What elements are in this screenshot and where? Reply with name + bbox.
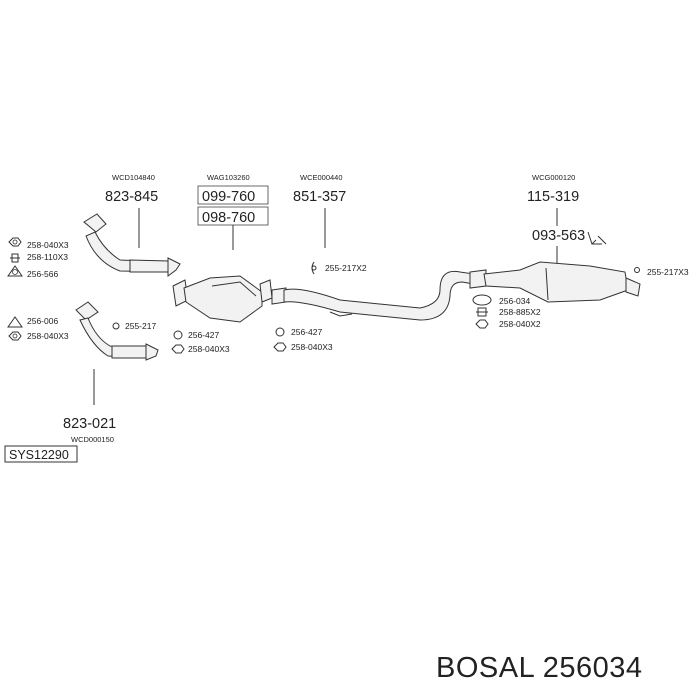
gasket-ring-icon bbox=[275, 327, 285, 337]
part-label: 258-040X3 bbox=[291, 342, 333, 352]
part-label: 258-040X2 bbox=[499, 319, 541, 329]
cat-outlet-flange bbox=[259, 279, 273, 303]
part-label: 258-040X3 bbox=[27, 331, 69, 341]
part-label: 256-566 bbox=[27, 269, 58, 279]
bracket-icon bbox=[587, 231, 607, 245]
flange-shape bbox=[83, 213, 107, 233]
part-099-760: 099-760 bbox=[202, 189, 255, 205]
rear-joint bbox=[469, 269, 487, 289]
group-code-wag103260: WAG103260 bbox=[207, 173, 250, 182]
flange-shape bbox=[75, 301, 99, 321]
part-label: 258-885X2 bbox=[499, 307, 541, 317]
nut-icon bbox=[171, 344, 185, 354]
nut-hole-icon bbox=[12, 239, 18, 245]
part-823-021: 823-021 bbox=[63, 416, 116, 432]
clamp-hole-icon bbox=[311, 265, 317, 271]
flex-section bbox=[111, 345, 149, 359]
pipe-end bbox=[145, 343, 159, 361]
gasket-icon bbox=[7, 316, 23, 328]
brand-title: BOSAL 256034 bbox=[436, 652, 642, 684]
nut-icon bbox=[8, 331, 22, 341]
part-851-357: 851-357 bbox=[293, 189, 346, 205]
hanger-hook bbox=[329, 311, 353, 317]
group-code-wcd104840: WCD104840 bbox=[112, 173, 155, 182]
nut-icon bbox=[475, 319, 489, 329]
bolt-icon bbox=[476, 307, 488, 317]
part-box-1 bbox=[197, 185, 269, 205]
middle-pipe-851-357 bbox=[283, 270, 475, 321]
part-label: 255-217X3 bbox=[647, 267, 689, 277]
part-label: 258-040X3 bbox=[27, 240, 69, 250]
nut-icon bbox=[8, 237, 22, 247]
nut-icon bbox=[273, 342, 287, 352]
cat-seam bbox=[211, 281, 257, 297]
part-label: 256-006 bbox=[27, 316, 58, 326]
part-098-760: 098-760 bbox=[202, 210, 255, 226]
gasket-icon bbox=[7, 265, 23, 277]
part-label: 255-217 bbox=[125, 321, 156, 331]
group-code-wcd000150: WCD000150 bbox=[71, 435, 114, 444]
catalytic-converter-099-760 bbox=[183, 275, 263, 323]
muffler-seam bbox=[545, 267, 549, 301]
tail-pipe bbox=[625, 277, 641, 297]
group-code-wcg000120: WCG000120 bbox=[532, 173, 575, 182]
system-id: SYS12290 bbox=[9, 448, 69, 462]
gasket-ring-icon bbox=[173, 330, 183, 340]
bolt-icon bbox=[10, 253, 20, 263]
group-code-wce000440: WCE000440 bbox=[300, 173, 343, 182]
part-label: 256-034 bbox=[499, 296, 530, 306]
flex-section bbox=[129, 259, 169, 273]
nut-hole-icon bbox=[12, 333, 18, 339]
part-093-563: 093-563 bbox=[532, 228, 585, 244]
system-id-box bbox=[4, 445, 78, 463]
gasket-hole-icon bbox=[12, 269, 18, 275]
part-823-845: 823-845 bbox=[105, 189, 158, 205]
part-label: 258-040X3 bbox=[188, 344, 230, 354]
part-label: 256-427 bbox=[291, 327, 322, 337]
clamp-icon bbox=[634, 267, 640, 273]
pipe-end bbox=[167, 257, 181, 277]
part-label: 256-427 bbox=[188, 330, 219, 340]
part-label: 255-217X2 bbox=[325, 263, 367, 273]
clamp-icon bbox=[112, 322, 120, 330]
part-label: 258-110X3 bbox=[27, 252, 68, 262]
part-115-319: 115-319 bbox=[527, 189, 579, 205]
gasket-ring-icon bbox=[472, 294, 492, 306]
